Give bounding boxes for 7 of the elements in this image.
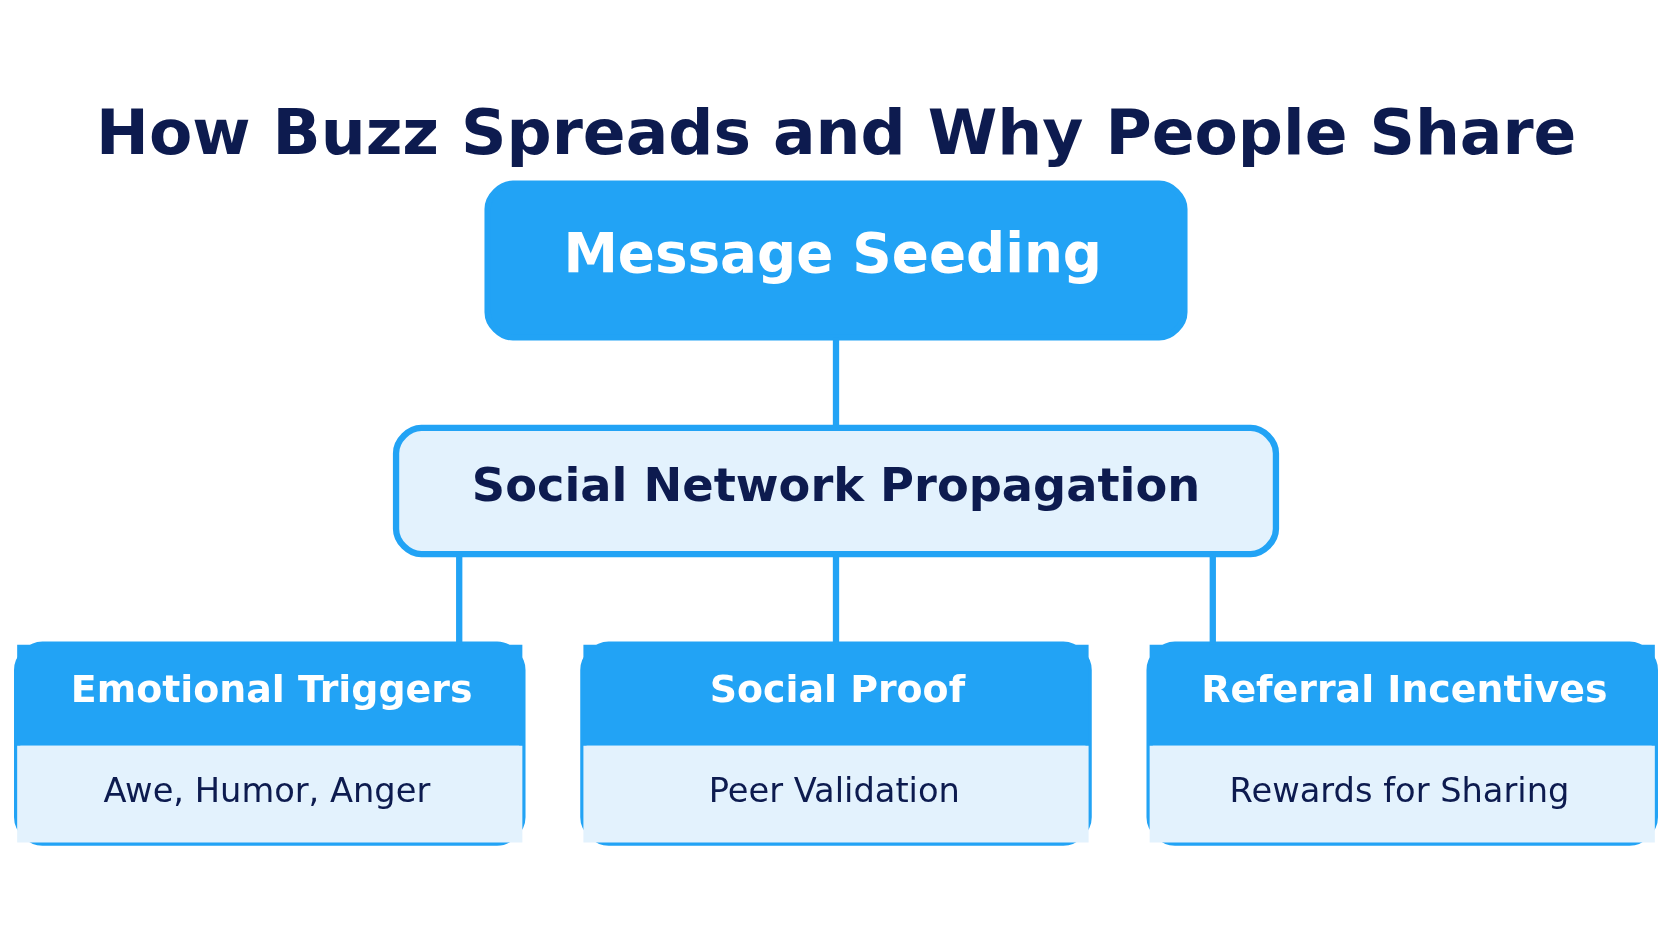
connector <box>456 554 463 645</box>
node-box: Message Seeding <box>484 180 1188 341</box>
connector <box>1209 554 1216 645</box>
connector <box>832 337 840 428</box>
node-box: Social Network Propagation <box>392 424 1280 558</box>
connector <box>832 554 840 645</box>
diagram-title: How Buzz Spreads and Why People Share <box>96 95 1577 170</box>
